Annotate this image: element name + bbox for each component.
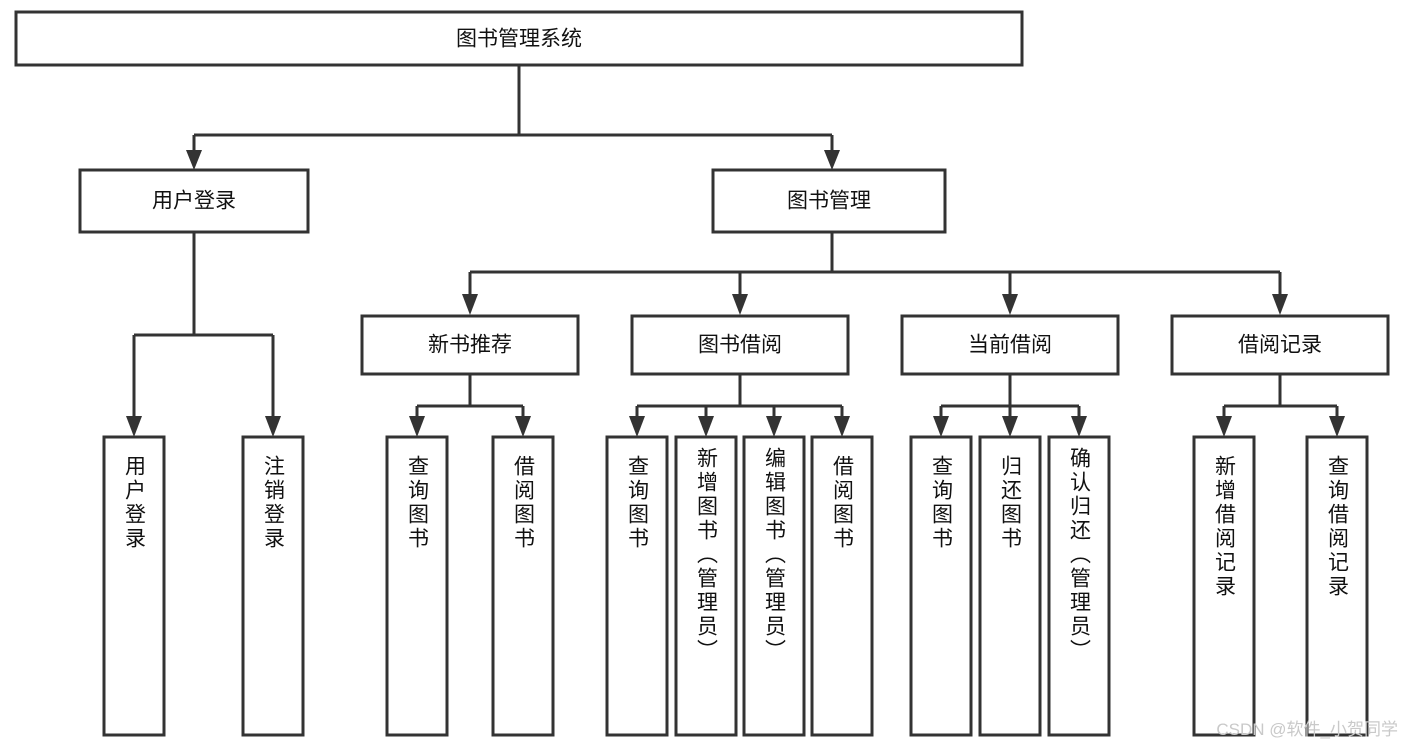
leaf-query-book-1[interactable]: 查询图书 xyxy=(385,435,449,737)
leaf-edit-book[interactable]: 编辑图书（管理员） xyxy=(742,435,806,737)
leaf-user-logout[interactable]: 注销登录 xyxy=(241,435,305,737)
leaf-borrow-book-2-box[interactable] xyxy=(810,435,874,737)
leaf-query-record-box[interactable] xyxy=(1305,435,1369,737)
leaf-query-book-2[interactable]: 查询图书 xyxy=(605,435,669,737)
arrow-book-management xyxy=(824,150,840,170)
leaf-query-book-3[interactable]: 查询图书 xyxy=(909,435,973,737)
leaf-query-record-label: 查询借阅记录 xyxy=(1326,455,1350,599)
node-book-borrow[interactable]: 图书借阅 xyxy=(630,314,850,376)
node-current-borrow[interactable]: 当前借阅 xyxy=(900,314,1120,376)
leaf-confirm-return-box[interactable] xyxy=(1047,435,1111,737)
arrow-leaf-query-book-2 xyxy=(629,416,645,437)
leaf-add-book-box[interactable] xyxy=(674,435,738,737)
connector-group xyxy=(126,65,1345,437)
arrow-leaf-query-book-1 xyxy=(409,416,425,437)
arrow-leaf-user-login xyxy=(126,416,142,437)
arrow-book-borrow xyxy=(732,294,748,315)
leaf-return-book-label: 归还图书 xyxy=(999,455,1023,551)
leaf-user-logout-label: 注销登录 xyxy=(262,455,286,551)
leaf-return-book[interactable]: 归还图书 xyxy=(978,435,1042,737)
arrow-user-login xyxy=(186,150,202,170)
arrow-new-book-recommend xyxy=(462,294,478,315)
arrow-current-borrow xyxy=(1002,294,1018,315)
leaf-user-login-label: 用户登录 xyxy=(123,455,147,551)
leaf-user-logout-box[interactable] xyxy=(241,435,305,737)
node-borrow-record-box[interactable] xyxy=(1170,314,1390,376)
leaf-query-record[interactable]: 查询借阅记录 xyxy=(1305,435,1369,737)
node-book-borrow-label: 图书借阅 xyxy=(698,334,782,357)
node-book-borrow-box[interactable] xyxy=(630,314,850,376)
leaf-user-login-box[interactable] xyxy=(102,435,166,737)
leaf-query-book-3-box[interactable] xyxy=(909,435,973,737)
node-user-login-label: 用户登录 xyxy=(152,190,236,213)
node-root[interactable]: 图书管理系统 xyxy=(14,10,1024,67)
arrow-leaf-edit-book xyxy=(766,416,782,437)
leaf-user-login[interactable]: 用户登录 xyxy=(102,435,166,737)
node-book-management-box[interactable] xyxy=(711,168,947,234)
leaf-add-record[interactable]: 新增借阅记录 xyxy=(1192,435,1256,737)
leaf-edit-book-label: 编辑图书（管理员） xyxy=(763,447,787,663)
arrow-leaf-borrow-book-2 xyxy=(834,416,850,437)
node-borrow-record-label: 借阅记录 xyxy=(1238,334,1322,357)
node-user-login-box[interactable] xyxy=(78,168,310,234)
node-book-management-label: 图书管理 xyxy=(787,190,871,213)
node-book-management[interactable]: 图书管理 xyxy=(711,168,947,234)
arrow-leaf-add-book xyxy=(698,416,714,437)
node-root-label: 图书管理系统 xyxy=(456,28,582,51)
arrow-borrow-record xyxy=(1272,294,1288,315)
leaf-add-book[interactable]: 新增图书（管理员） xyxy=(674,435,738,737)
leaf-borrow-book-1-box[interactable] xyxy=(491,435,555,737)
arrow-leaf-return-book xyxy=(1002,416,1018,437)
leaf-borrow-book-1[interactable]: 借阅图书 xyxy=(491,435,555,737)
arrow-leaf-query-record xyxy=(1329,416,1345,437)
leaf-query-book-3-label: 查询图书 xyxy=(930,455,954,551)
arrow-leaf-add-record xyxy=(1216,416,1232,437)
leaf-confirm-return-label: 确认归还（管理员） xyxy=(1068,447,1092,663)
node-root-box[interactable] xyxy=(14,10,1024,67)
leaf-return-book-box[interactable] xyxy=(978,435,1042,737)
leaf-query-book-1-box[interactable] xyxy=(385,435,449,737)
leaf-query-book-1-label: 查询图书 xyxy=(406,455,430,551)
node-current-borrow-box[interactable] xyxy=(900,314,1120,376)
leaf-borrow-book-2[interactable]: 借阅图书 xyxy=(810,435,874,737)
node-new-book-recommend-box[interactable] xyxy=(360,314,580,376)
csdn-watermark: CSDN @软件_小贺同学 xyxy=(1216,720,1398,739)
leaf-add-book-label: 新增图书（管理员） xyxy=(695,447,719,663)
node-borrow-record[interactable]: 借阅记录 xyxy=(1170,314,1390,376)
node-new-book-recommend-label: 新书推荐 xyxy=(428,334,512,357)
node-user-login[interactable]: 用户登录 xyxy=(78,168,310,234)
leaf-edit-book-box[interactable] xyxy=(742,435,806,737)
leaf-add-record-box[interactable] xyxy=(1192,435,1256,737)
leaf-query-book-2-box[interactable] xyxy=(605,435,669,737)
leaf-confirm-return[interactable]: 确认归还（管理员） xyxy=(1047,435,1111,737)
leaf-borrow-book-2-label: 借阅图书 xyxy=(831,455,855,551)
arrow-leaf-user-logout xyxy=(265,416,281,437)
leaf-add-record-label: 新增借阅记录 xyxy=(1213,455,1237,599)
node-current-borrow-label: 当前借阅 xyxy=(968,334,1052,357)
arrow-leaf-query-book-3 xyxy=(933,416,949,437)
leaf-query-book-2-label: 查询图书 xyxy=(626,455,650,551)
arrow-leaf-borrow-book-1 xyxy=(515,416,531,437)
leaf-borrow-book-1-label: 借阅图书 xyxy=(512,455,536,551)
node-new-book-recommend[interactable]: 新书推荐 xyxy=(360,314,580,376)
arrow-leaf-confirm-return xyxy=(1071,416,1087,437)
